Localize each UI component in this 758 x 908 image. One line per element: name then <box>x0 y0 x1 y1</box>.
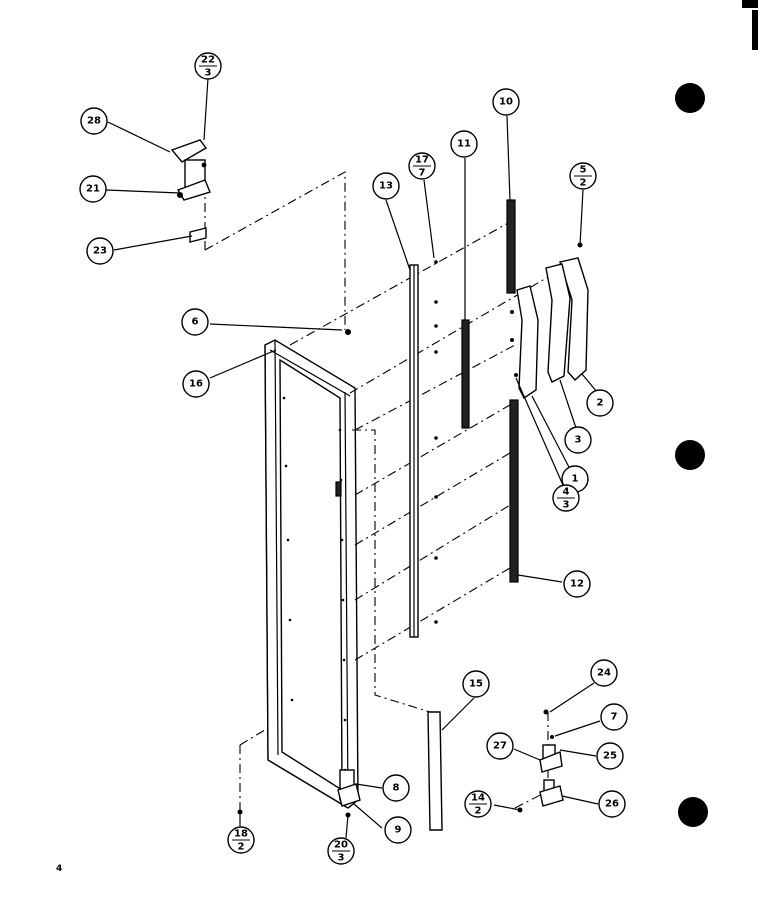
callout-25: 25 <box>596 742 624 770</box>
callout-14-2: 14 2 <box>464 790 492 818</box>
part-2-handle <box>559 257 589 381</box>
svg-text:3: 3 <box>575 435 582 446</box>
svg-text:20: 20 <box>334 840 348 851</box>
part-12-strip <box>509 399 519 583</box>
callout-28: 28 <box>80 107 108 135</box>
svg-text:3: 3 <box>338 853 345 864</box>
svg-text:2: 2 <box>580 178 587 189</box>
frame-screw-holes <box>282 396 347 772</box>
callout-7: 7 <box>600 703 628 731</box>
callout-17-7: 17 7 <box>408 152 436 180</box>
svg-text:4: 4 <box>563 487 570 498</box>
part-11-strip <box>461 319 470 429</box>
svg-text:12: 12 <box>570 579 584 590</box>
callout-22-3: 22 3 <box>194 52 222 80</box>
svg-text:5: 5 <box>580 165 587 176</box>
svg-text:24: 24 <box>597 668 611 679</box>
callout-9: 9 <box>384 816 412 844</box>
registration-marks <box>675 0 758 827</box>
svg-text:28: 28 <box>87 116 101 127</box>
svg-text:3: 3 <box>563 500 570 511</box>
svg-text:11: 11 <box>457 139 471 150</box>
svg-text:27: 27 <box>493 741 507 752</box>
callout-13: 13 <box>372 172 400 200</box>
svg-text:25: 25 <box>603 751 617 762</box>
assembly-lines <box>204 171 561 810</box>
callout-12: 12 <box>563 570 591 598</box>
svg-text:7: 7 <box>611 712 618 723</box>
svg-text:8: 8 <box>393 783 400 794</box>
callout-24: 24 <box>590 659 618 687</box>
door-frame-inner <box>279 358 343 792</box>
svg-text:14: 14 <box>471 793 485 804</box>
callout-4-3: 4 3 <box>552 484 580 512</box>
svg-text:26: 26 <box>605 799 619 810</box>
part-1-handle-base <box>516 285 539 400</box>
bottom-hinge-assembly <box>237 329 564 818</box>
svg-text:17: 17 <box>415 155 429 166</box>
callout-18-2: 18 2 <box>227 826 255 854</box>
callout-10: 10 <box>492 88 520 116</box>
svg-text:18: 18 <box>234 829 248 840</box>
door-frame-assembly <box>264 339 359 809</box>
callout-8: 8 <box>382 774 410 802</box>
callout-20-3: 20 3 <box>327 837 355 865</box>
part-10-strip <box>506 199 516 294</box>
callout-6: 6 <box>181 308 209 336</box>
callout-3: 3 <box>564 426 592 454</box>
svg-text:2: 2 <box>475 806 482 817</box>
svg-text:3: 3 <box>205 68 212 79</box>
callout-23: 23 <box>86 237 114 265</box>
svg-text:22: 22 <box>201 55 215 66</box>
callout-27: 27 <box>486 732 514 760</box>
callout-26: 26 <box>598 790 626 818</box>
svg-text:23: 23 <box>93 246 107 257</box>
svg-text:2: 2 <box>597 398 604 409</box>
leader-lines <box>105 77 601 839</box>
svg-text:9: 9 <box>395 825 402 836</box>
callout-2: 2 <box>586 389 614 417</box>
svg-text:2: 2 <box>238 842 245 853</box>
callout-5-2: 5 2 <box>569 162 597 190</box>
callout-11: 11 <box>450 130 478 158</box>
part-3-handle-trim <box>545 263 571 383</box>
callout-16: 16 <box>182 370 210 398</box>
svg-text:1: 1 <box>572 474 579 485</box>
svg-text:6: 6 <box>192 317 199 328</box>
svg-text:13: 13 <box>379 181 393 192</box>
page-number: 4 <box>56 864 63 874</box>
callout-21: 21 <box>79 175 107 203</box>
svg-text:21: 21 <box>86 184 100 195</box>
svg-text:15: 15 <box>469 679 483 690</box>
part-15-strip <box>427 711 443 831</box>
door-handle-parts <box>434 242 589 624</box>
svg-text:7: 7 <box>419 168 426 179</box>
callout-15: 15 <box>462 670 490 698</box>
svg-text:16: 16 <box>189 379 203 390</box>
top-hinge-assembly <box>170 139 211 243</box>
svg-text:10: 10 <box>499 97 513 108</box>
trim-strips <box>409 199 519 831</box>
